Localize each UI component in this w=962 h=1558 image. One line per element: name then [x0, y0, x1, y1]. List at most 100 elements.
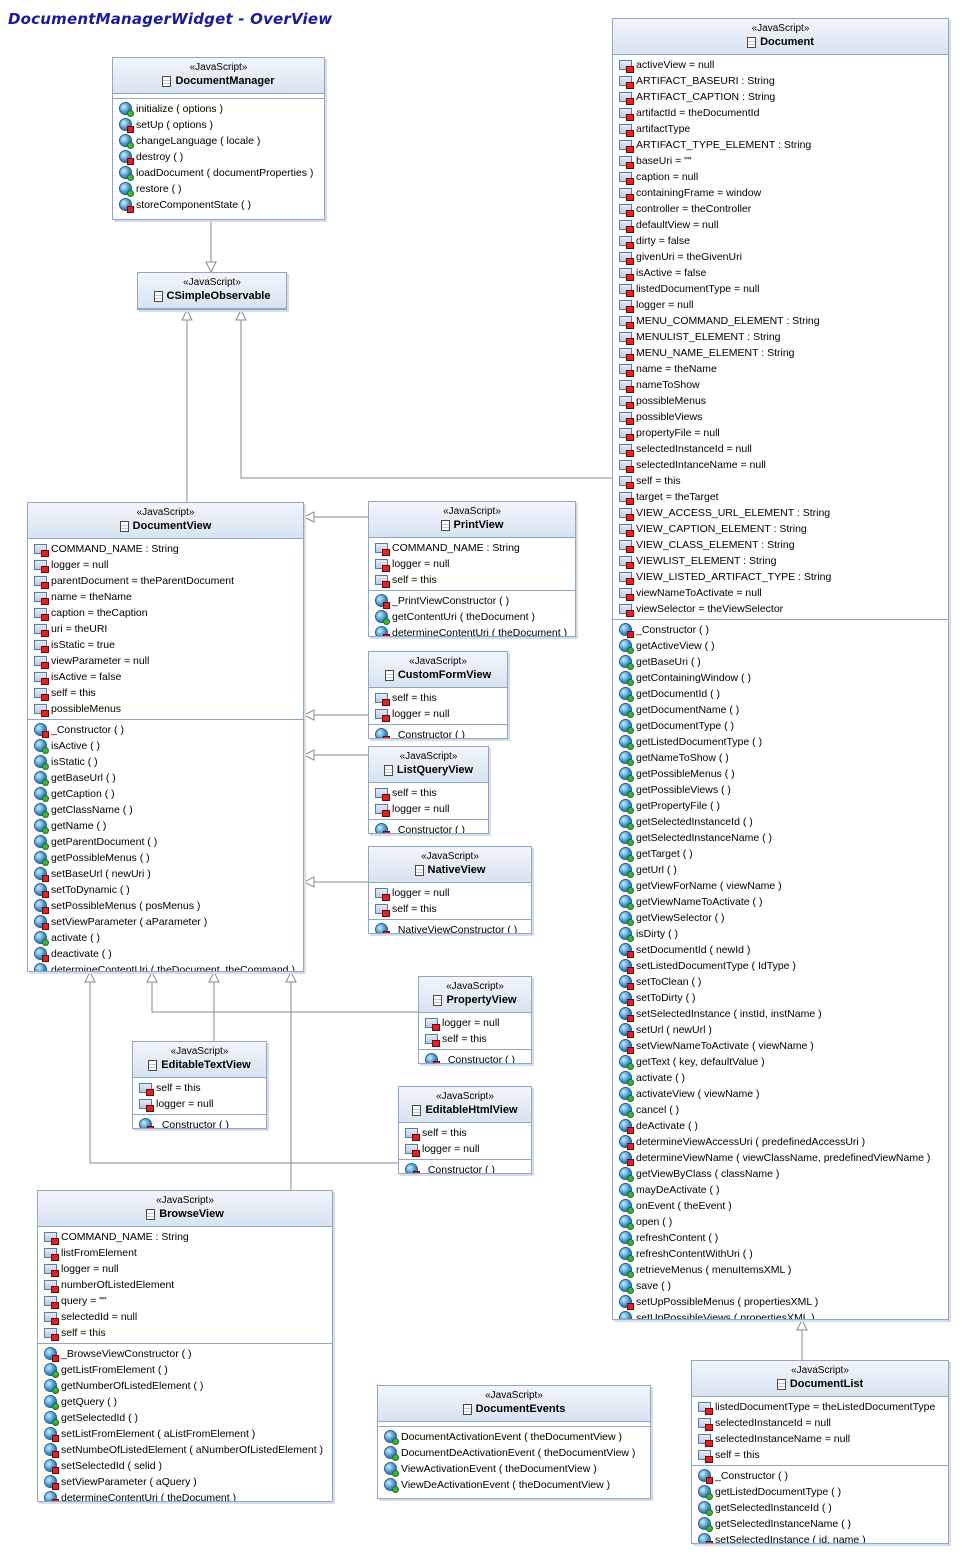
method-row[interactable]: setToClean ( )	[613, 974, 948, 990]
method-row[interactable]: _BrowseViewConstructor ( )	[38, 1346, 332, 1362]
attribute-row[interactable]: self = this	[692, 1447, 948, 1463]
attribute-row[interactable]: COMMAND_NAME : String	[38, 1229, 332, 1245]
attribute-row[interactable]: containingFrame = window	[613, 185, 948, 201]
method-row[interactable]: getClassName ( )	[28, 802, 303, 818]
attribute-row[interactable]: logger = null	[28, 557, 303, 573]
method-row[interactable]: getPropertyFile ( )	[613, 798, 948, 814]
attribute-row[interactable]: self = this	[369, 572, 575, 588]
method-row[interactable]: setSelectedInstance ( id, name )	[692, 1532, 948, 1543]
attribute-row[interactable]: activeView = null	[613, 57, 948, 73]
method-row[interactable]: cancel ( )	[613, 1102, 948, 1118]
method-row[interactable]: _Constructor ( )	[692, 1468, 948, 1484]
method-row[interactable]: restore ( )	[113, 181, 324, 197]
attribute-row[interactable]: controller = theController	[613, 201, 948, 217]
method-row[interactable]: _Constructor ( )	[613, 622, 948, 638]
method-row[interactable]: getSelectedInstanceId ( )	[692, 1500, 948, 1516]
attribute-row[interactable]: VIEW_CAPTION_ELEMENT : String	[613, 521, 948, 537]
attribute-row[interactable]: artifactType	[613, 121, 948, 137]
attribute-row[interactable]: logger = null	[399, 1141, 531, 1157]
attribute-row[interactable]: artifactId = theDocumentId	[613, 105, 948, 121]
attribute-row[interactable]: listFromElement	[38, 1245, 332, 1261]
attribute-row[interactable]: selectedIntanceName = null	[613, 457, 948, 473]
attribute-row[interactable]: VIEW_LISTED_ARTIFACT_TYPE : String	[613, 569, 948, 585]
method-row[interactable]: _Constructor ( )	[369, 727, 507, 738]
method-row[interactable]: getText ( key, defaultValue )	[613, 1054, 948, 1070]
attribute-row[interactable]: VIEWLIST_ELEMENT : String	[613, 553, 948, 569]
attribute-row[interactable]: isActive = false	[28, 669, 303, 685]
method-row[interactable]: _Constructor ( )	[399, 1162, 531, 1173]
attribute-row[interactable]: listedDocumentType = null	[613, 281, 948, 297]
attribute-row[interactable]: name = theName	[28, 589, 303, 605]
method-row[interactable]: determineContentUri ( theDocument )	[369, 625, 575, 636]
method-row[interactable]: getViewSelector ( )	[613, 910, 948, 926]
attribute-row[interactable]: dirty = false	[613, 233, 948, 249]
method-row[interactable]: setViewNameToActivate ( viewName )	[613, 1038, 948, 1054]
attribute-row[interactable]: self = this	[399, 1125, 531, 1141]
method-row[interactable]: destroy ( )	[113, 149, 324, 165]
method-row[interactable]: setToDynamic ( )	[28, 882, 303, 898]
attribute-row[interactable]: viewParameter = null	[28, 653, 303, 669]
attribute-row[interactable]: logger = null	[133, 1096, 266, 1112]
method-row[interactable]: determineViewName ( viewClassName, prede…	[613, 1150, 948, 1166]
attribute-row[interactable]: selectedId = null	[38, 1309, 332, 1325]
method-row[interactable]: setUpPossibleViews ( propertiesXML )	[613, 1310, 948, 1319]
method-row[interactable]: setNumbeOfListedElement ( aNumberOfListe…	[38, 1442, 332, 1458]
attribute-row[interactable]: MENU_NAME_ELEMENT : String	[613, 345, 948, 361]
attribute-row[interactable]: MENU_COMMAND_ELEMENT : String	[613, 313, 948, 329]
method-row[interactable]: getDocumentName ( )	[613, 702, 948, 718]
attribute-row[interactable]: target = theTarget	[613, 489, 948, 505]
method-row[interactable]: open ( )	[613, 1214, 948, 1230]
attribute-row[interactable]: possibleMenus	[28, 701, 303, 717]
method-row[interactable]: deActivate ( )	[613, 1118, 948, 1134]
attribute-row[interactable]: MENULIST_ELEMENT : String	[613, 329, 948, 345]
method-row[interactable]: mayDeActivate ( )	[613, 1182, 948, 1198]
attribute-row[interactable]: givenUri = theGivenUri	[613, 249, 948, 265]
attribute-row[interactable]: viewNameToActivate = null	[613, 585, 948, 601]
attribute-row[interactable]: logger = null	[419, 1015, 531, 1031]
method-row[interactable]: getPossibleViews ( )	[613, 782, 948, 798]
method-row[interactable]: setPossibleMenus ( posMenus )	[28, 898, 303, 914]
method-row[interactable]: getDocumentId ( )	[613, 686, 948, 702]
attribute-row[interactable]: caption = theCaption	[28, 605, 303, 621]
method-row[interactable]: getContentUri ( theDocument )	[369, 609, 575, 625]
method-row[interactable]: getUrl ( )	[613, 862, 948, 878]
attribute-row[interactable]: logger = null	[369, 706, 507, 722]
method-row[interactable]: getDocumentType ( )	[613, 718, 948, 734]
method-row[interactable]: storeComponentState ( )	[113, 197, 324, 213]
attribute-row[interactable]: caption = null	[613, 169, 948, 185]
method-row[interactable]: _NativeViewConstructor ( )	[369, 922, 531, 933]
method-row[interactable]: getActiveView ( )	[613, 638, 948, 654]
method-row[interactable]: getTarget ( )	[613, 846, 948, 862]
method-row[interactable]: DocumentDeActivationEvent ( theDocumentV…	[378, 1445, 650, 1461]
attribute-row[interactable]: logger = null	[38, 1261, 332, 1277]
method-row[interactable]: getNameToShow ( )	[613, 750, 948, 766]
method-row[interactable]: getName ( )	[28, 818, 303, 834]
method-row[interactable]: getViewForName ( viewName )	[613, 878, 948, 894]
method-row[interactable]: setUpPossibleMenus ( propertiesXML )	[613, 1294, 948, 1310]
attribute-row[interactable]: possibleViews	[613, 409, 948, 425]
attribute-row[interactable]: numberOfListedElement	[38, 1277, 332, 1293]
attribute-row[interactable]: logger = null	[369, 801, 488, 817]
attribute-row[interactable]: self = this	[38, 1325, 332, 1341]
method-row[interactable]: initialize ( options )	[113, 101, 324, 117]
attribute-row[interactable]: logger = null	[613, 297, 948, 313]
attribute-row[interactable]: parentDocument = theParentDocument	[28, 573, 303, 589]
attribute-row[interactable]: propertyFile = null	[613, 425, 948, 441]
method-row[interactable]: setToDirty ( )	[613, 990, 948, 1006]
method-row[interactable]: setDocumentId ( newId )	[613, 942, 948, 958]
method-row[interactable]: loadDocument ( documentProperties )	[113, 165, 324, 181]
attribute-row[interactable]: selectedInstanceName = null	[692, 1431, 948, 1447]
attribute-row[interactable]: VIEW_CLASS_ELEMENT : String	[613, 537, 948, 553]
attribute-row[interactable]: query = ""	[38, 1293, 332, 1309]
method-row[interactable]: getContainingWindow ( )	[613, 670, 948, 686]
method-row[interactable]: determineContentUri ( theDocument )	[38, 1490, 332, 1501]
method-row[interactable]: isDirty ( )	[613, 926, 948, 942]
